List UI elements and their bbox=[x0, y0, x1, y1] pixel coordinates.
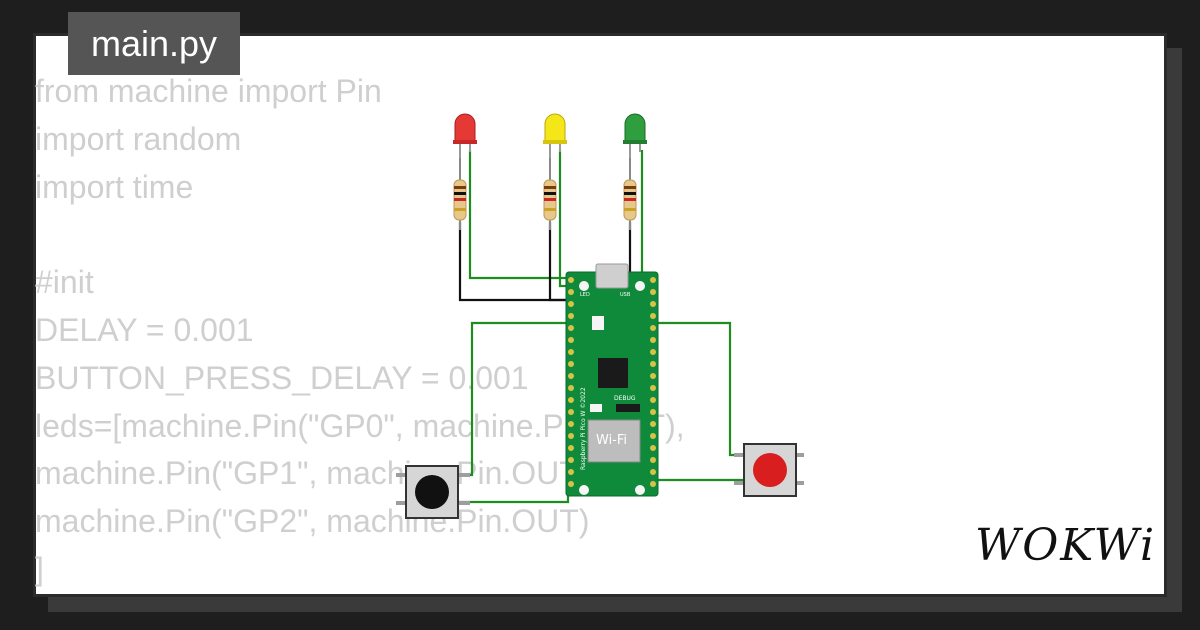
wire-red-led-anode bbox=[468, 150, 568, 280]
mount-hole bbox=[635, 281, 645, 291]
led-yellow[interactable] bbox=[543, 113, 567, 158]
debug-header bbox=[616, 404, 640, 412]
led-red[interactable] bbox=[453, 113, 477, 158]
mount-hole bbox=[579, 281, 589, 291]
debug-label: DEBUG bbox=[614, 395, 636, 402]
wire-yellow-resistor-gnd bbox=[548, 222, 568, 302]
wire-red-resistor-gnd bbox=[458, 222, 568, 302]
wire-left-button-bottom bbox=[458, 486, 570, 504]
led-label: LED bbox=[580, 292, 590, 298]
wokwi-logo: WOKWi bbox=[975, 520, 1157, 571]
wire-left-button-top bbox=[458, 321, 568, 477]
code-line: ] bbox=[35, 550, 44, 587]
code-line: DELAY = 0.001 bbox=[35, 311, 254, 348]
code-line: machine.Pin("GP2", machine.Pin.OUT) bbox=[35, 503, 590, 540]
led-pad bbox=[592, 316, 604, 330]
wire-right-button-top bbox=[656, 321, 744, 457]
usb-connector bbox=[595, 263, 629, 289]
code-line: import random bbox=[35, 120, 242, 157]
pico-w-board[interactable]: LED USB DEBUG Wi-Fi Raspberry Pi Pico W … bbox=[565, 263, 659, 497]
board-pins bbox=[568, 277, 656, 487]
usb-label: USB bbox=[620, 292, 631, 298]
bootsel-button bbox=[590, 404, 602, 412]
mount-hole bbox=[635, 485, 645, 495]
code-line: BUTTON_PRESS_DELAY = 0.001 bbox=[35, 359, 529, 396]
code-line: from machine import Pin bbox=[35, 73, 382, 109]
pushbutton-red[interactable] bbox=[734, 443, 804, 497]
resistor-2[interactable] bbox=[543, 150, 557, 230]
code-line: import time bbox=[35, 168, 194, 205]
rp2040-chip bbox=[598, 358, 628, 388]
pushbutton-black[interactable] bbox=[396, 465, 470, 519]
file-tab-main-py[interactable]: main.py bbox=[68, 12, 240, 75]
resistor-1[interactable] bbox=[453, 150, 467, 230]
wifi-label: Wi-Fi bbox=[596, 433, 627, 448]
mount-hole bbox=[579, 485, 589, 495]
wifi-module bbox=[587, 419, 641, 463]
resistor-3[interactable] bbox=[623, 150, 637, 230]
code-line: #init bbox=[35, 264, 94, 301]
board-name-label: Raspberry Pi Pico W ©2022 bbox=[580, 387, 587, 470]
wire-yellow-led-anode bbox=[558, 150, 568, 288]
led-green[interactable] bbox=[623, 113, 647, 158]
